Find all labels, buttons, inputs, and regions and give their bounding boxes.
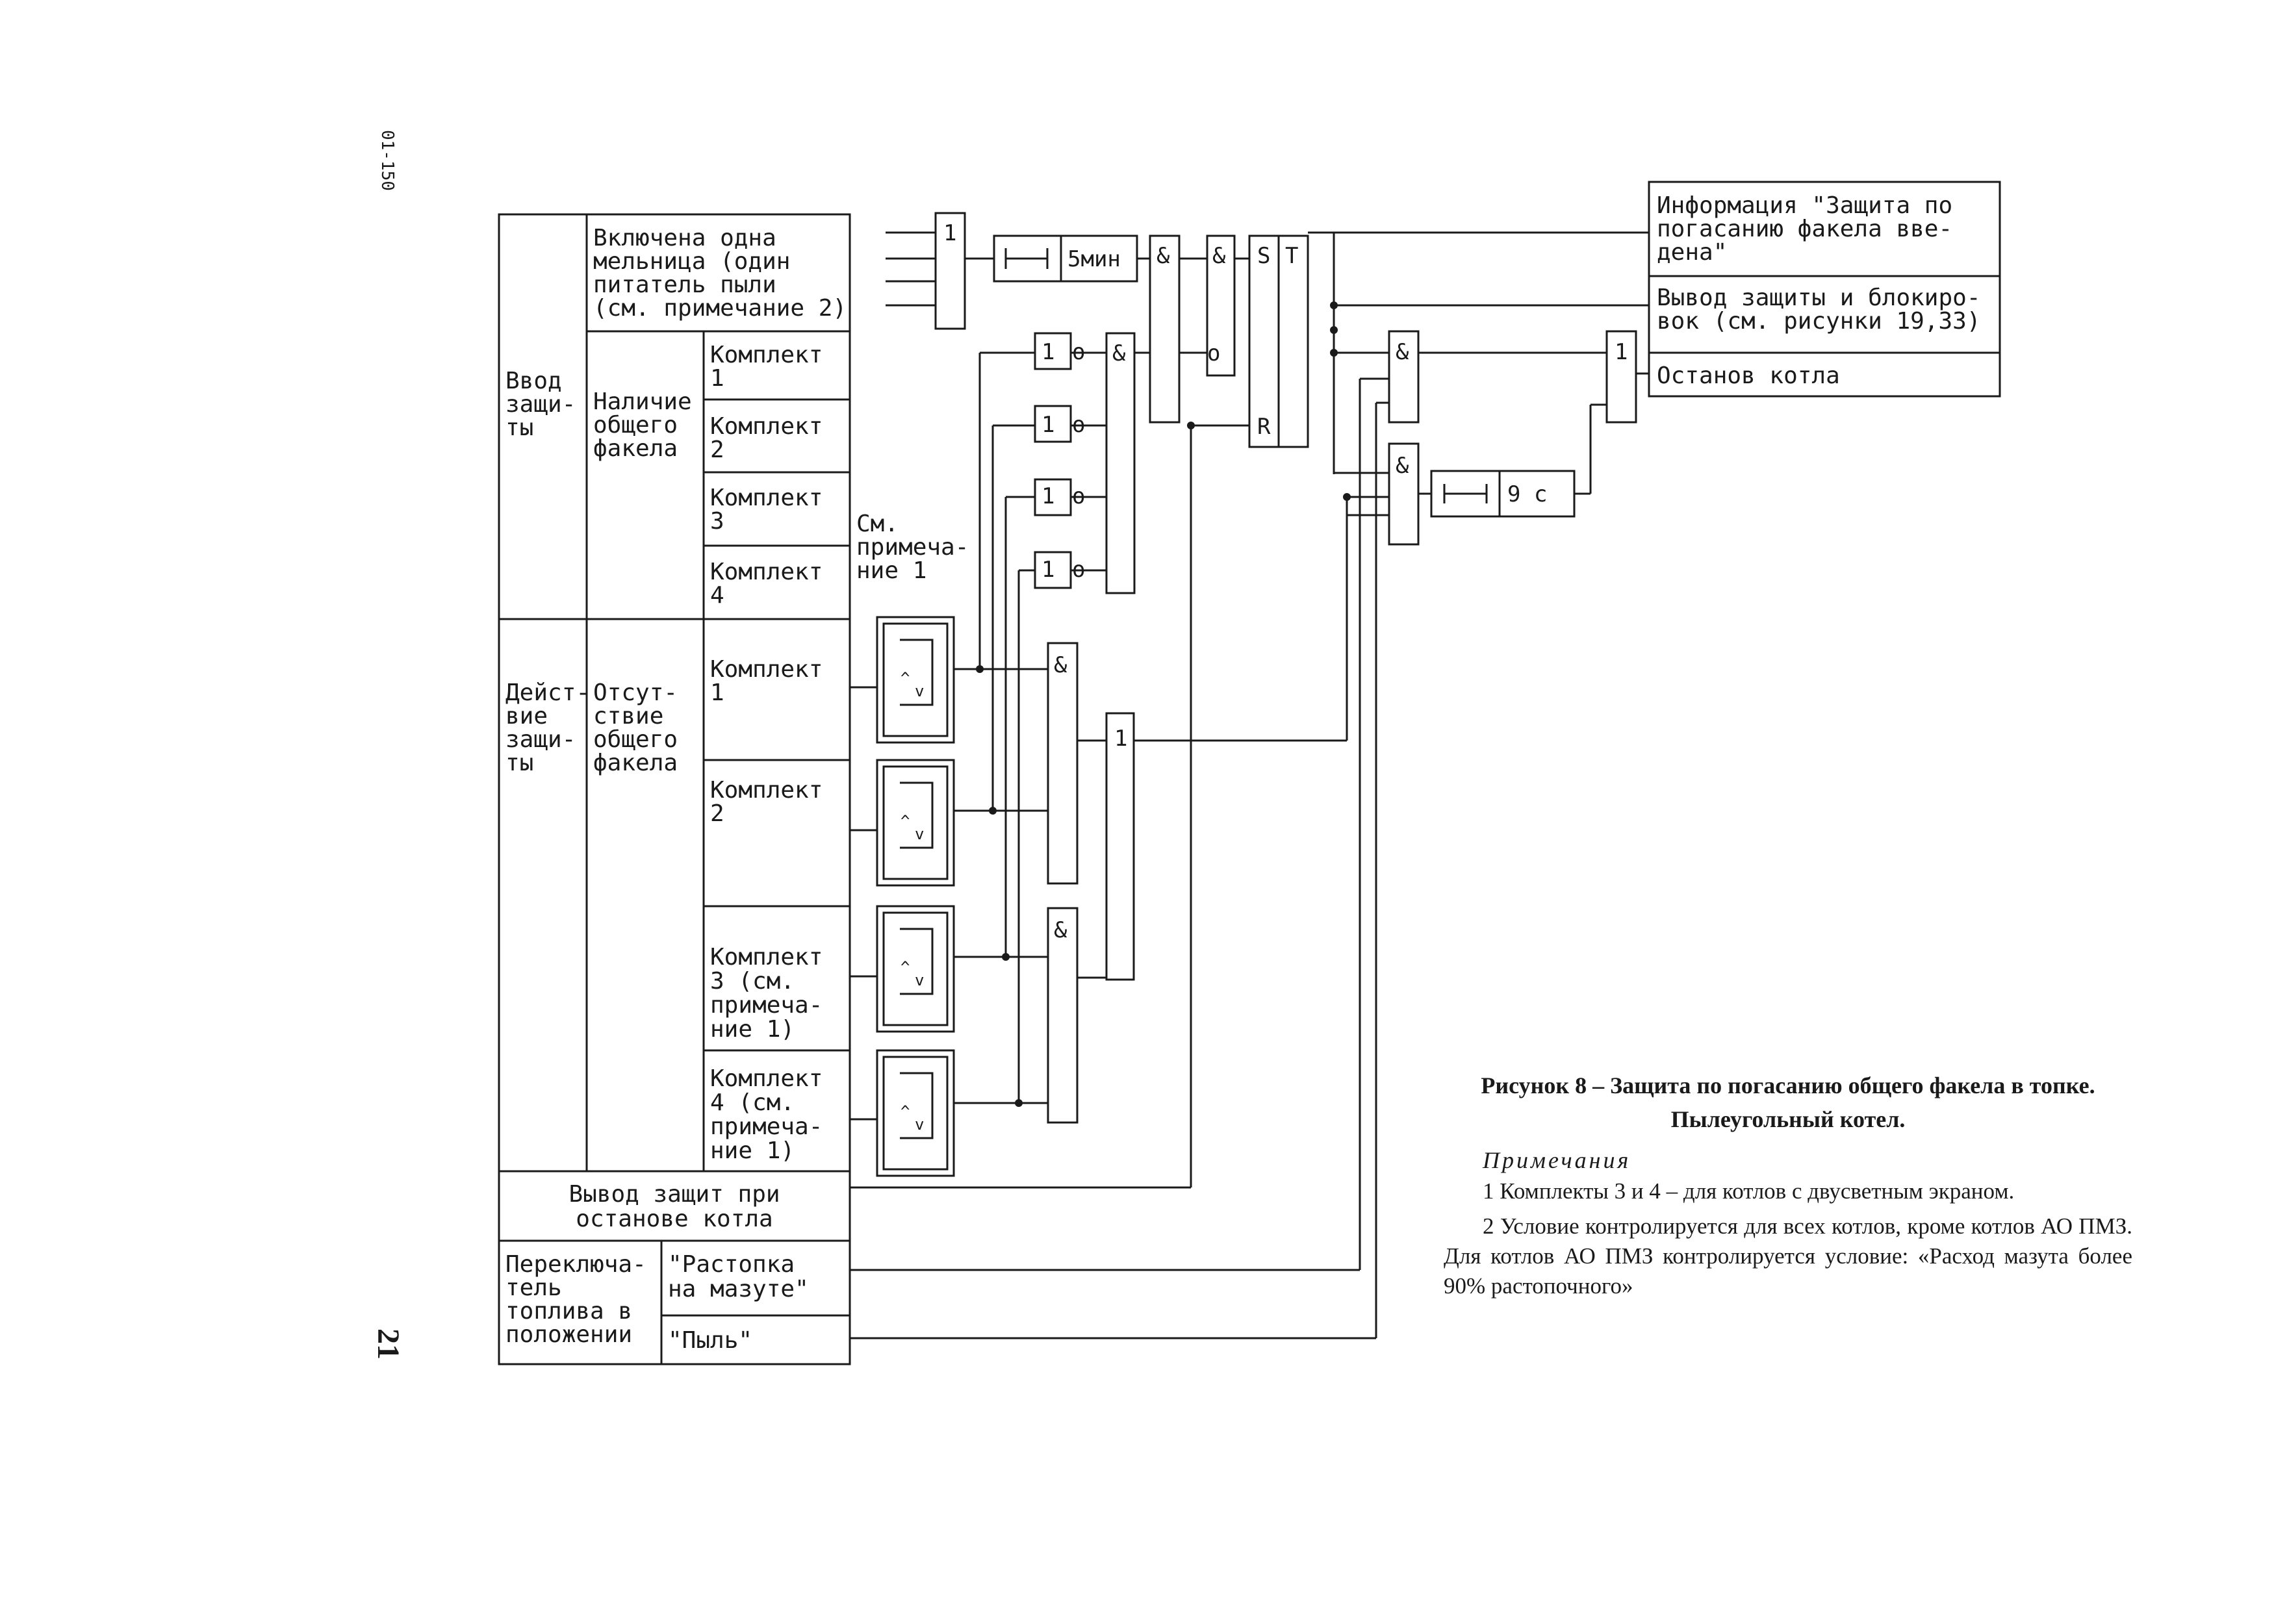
and-right-2-symbol: & (1396, 453, 1409, 479)
trigger-t-label: T (1285, 243, 1298, 269)
relay-2-up: ^ (901, 812, 910, 830)
not-2-symbol: 1 (1041, 412, 1054, 438)
relay-1-down: v (915, 682, 924, 700)
figure-caption: Рисунок 8 – Защита по погасанию общего ф… (1444, 1069, 2132, 1306)
page-number: 21 (371, 1328, 405, 1360)
not-4-out: o (1072, 557, 1085, 583)
input-table (498, 213, 851, 1365)
relay-3-up: ^ (901, 958, 910, 976)
output-stop-label: Останов котла (1657, 362, 1840, 389)
wires (850, 231, 1649, 1339)
not-3-symbol: 1 (1041, 483, 1054, 509)
delay-9s-label: 9 с (1507, 481, 1547, 507)
logic-blocks (876, 212, 1637, 1177)
note-2: 2 Условие контролируется для всех котлов… (1444, 1213, 2132, 1299)
and-trigger-symbol: & (1212, 243, 1226, 269)
relay-4-up: ^ (901, 1102, 910, 1121)
relay-3-down: v (915, 971, 924, 989)
trigger-r-label: R (1257, 414, 1271, 440)
and-absence-12-symbol: & (1054, 652, 1067, 678)
and-main-symbol: & (1156, 243, 1170, 269)
or-absence-symbol: 1 (1114, 726, 1127, 752)
relay-2-down: v (915, 825, 924, 843)
not-1-out: o (1072, 339, 1085, 365)
note-1: 1 Комплекты 3 и 4 – для котлов с двусвет… (1483, 1178, 2015, 1204)
output-table (1648, 181, 2001, 398)
see-note-label: См.примеча-ние 1 (856, 511, 969, 584)
delay-5min-label: 5мин (1067, 246, 1121, 272)
notes-heading: Примечания (1483, 1147, 1631, 1173)
or-input-symbol: 1 (943, 220, 956, 246)
side-code: 01-150 (377, 130, 397, 191)
fuel-dust-label: "Пыль" (668, 1327, 752, 1354)
and-absence-34-symbol: & (1054, 917, 1067, 943)
output-disable-label: Вывод защиты и блокиро-вок (см. рисунки … (1657, 285, 1981, 335)
not-2-out: o (1072, 412, 1085, 438)
or-final-symbol: 1 (1615, 339, 1628, 365)
figure-title: Рисунок 8 – Защита по погасанию общего ф… (1481, 1072, 2095, 1132)
not-3-out: o (1072, 483, 1085, 509)
and-right-1-symbol: & (1396, 339, 1409, 365)
relay-4-down: v (915, 1115, 924, 1134)
relay-1-up: ^ (901, 669, 910, 687)
trigger-s-label: S (1257, 243, 1270, 269)
not-4-symbol: 1 (1041, 557, 1054, 583)
not-trigger-symbol: o (1207, 340, 1220, 366)
and-presence-symbol: & (1112, 340, 1126, 366)
not-1-symbol: 1 (1041, 339, 1054, 365)
